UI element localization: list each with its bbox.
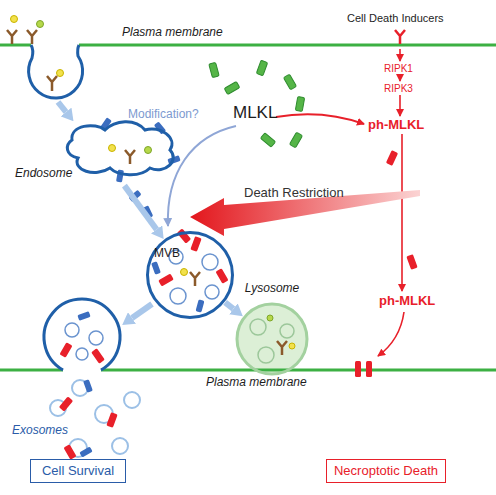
mlkl-block: [59, 396, 73, 411]
mlkl-block: [83, 379, 93, 392]
membrane-label: Plasma membrane: [206, 376, 307, 390]
mvb-membrane: [148, 233, 233, 318]
mvb: MVB: [146, 231, 234, 319]
mlkl-block: [215, 268, 228, 284]
plasma-membrane: [79, 44, 496, 47]
ligand-dot: [37, 21, 44, 28]
trafficking-arrow: [58, 102, 66, 112]
death-receptor-symbol: [395, 30, 405, 44]
protein-label: ph-MLKL: [368, 118, 424, 133]
node-title: Endosome: [15, 167, 72, 181]
exosome: [112, 438, 128, 454]
receptor-symbol: [7, 30, 17, 44]
mlkl-block: [77, 311, 90, 321]
mlkl-block: [190, 236, 201, 252]
intraluminal-vesicle: [89, 331, 103, 345]
ligand-dot: [267, 315, 273, 321]
mlkl-block: [209, 62, 219, 77]
endosome-membrane: [67, 122, 173, 175]
protein-label: ph-MLKL: [379, 294, 435, 309]
plasma-membrane: [0, 369, 63, 372]
mlkl-block: [289, 132, 302, 148]
signal-arrow: [401, 134, 403, 291]
node-title: Lysosome: [232, 282, 312, 296]
mlkl-block: [386, 150, 398, 166]
node-title: MVB: [154, 247, 180, 261]
node-title: Necroptotic Death: [334, 464, 438, 479]
mlkl-pore: [355, 361, 361, 377]
mlkl-block: [406, 254, 417, 270]
intraluminal-vesicle: [65, 323, 79, 337]
receptor-symbol: [190, 272, 200, 286]
mlkl-block: [128, 190, 141, 202]
signal-arrow: [399, 49, 401, 61]
ligand-dot: [109, 145, 116, 152]
receptor-symbol: [125, 150, 135, 164]
mlkl-block: [196, 299, 205, 312]
plasma-membrane: [101, 369, 496, 372]
mlkl-block: [224, 81, 240, 94]
mlkl-pore: [366, 361, 372, 377]
trafficking-arrow: [132, 304, 152, 318]
signal-arrow: [399, 95, 401, 116]
mlkl-block: [91, 348, 105, 363]
lysosome-membrane: [237, 304, 307, 374]
mlkl-block: [256, 60, 267, 76]
signal-arrow: [399, 75, 401, 81]
intraluminal-vesicle: [205, 285, 219, 299]
mlkl-block: [59, 342, 72, 358]
receptor-symbol: [47, 76, 57, 91]
mlkl-block: [158, 273, 174, 286]
exosome: [124, 392, 140, 408]
mlkl-block: [295, 96, 304, 111]
kinase-label: RIPK3: [384, 83, 413, 95]
ligand-dot: [57, 70, 64, 77]
ligand-dot: [145, 147, 152, 154]
node-title: Cell Survival: [42, 464, 114, 479]
intraluminal-vesicle: [280, 324, 294, 338]
trafficking-arrow: [124, 186, 156, 230]
ligand-dot: [181, 269, 188, 276]
mlkl-block: [177, 228, 191, 243]
intraluminal-vesicle: [170, 288, 186, 304]
mlkl-block: [260, 133, 275, 147]
mlkl-block: [143, 205, 154, 218]
fusing-mvb: [44, 299, 120, 370]
outcome-box: Necroptotic Death: [326, 459, 446, 483]
arrow-label: Death Restriction: [244, 186, 344, 201]
lysosome-lumen: [237, 304, 307, 374]
mlkl-block: [283, 74, 296, 90]
endocytic-vesicle: [29, 45, 83, 98]
lysosome-outline: [232, 282, 312, 378]
trafficking-arrow: [225, 302, 233, 308]
kinase-label: RIPK1: [384, 63, 413, 75]
mlkl-block: [63, 444, 76, 460]
intraluminal-vesicle: [258, 347, 274, 363]
mvb-outline: [146, 231, 234, 319]
intraluminal-vesicle: [202, 254, 218, 270]
mlkl-block: [151, 261, 161, 274]
membrane-label: Plasma membrane: [122, 26, 223, 40]
lysosome: Lysosome: [232, 282, 312, 378]
endosome: Endosome: [15, 118, 183, 184]
ligand-dot: [289, 343, 295, 349]
structure-label: Exosomes: [12, 424, 68, 438]
mlkl-block: [106, 412, 117, 428]
intraluminal-vesicle: [250, 319, 266, 335]
receptor-symbol: [27, 30, 37, 44]
signal-arrow: [378, 312, 404, 356]
mlkl-block: [79, 446, 92, 457]
intraluminal-vesicle: [76, 348, 88, 360]
outcome-box: Cell Survival: [30, 459, 126, 483]
plasma-membrane: [0, 44, 31, 47]
protein-label: MLKL: [233, 103, 277, 123]
receptor-symbol: [277, 341, 287, 355]
ligand-dot: [11, 16, 18, 23]
stimulus-label: Cell Death Inducers: [347, 12, 444, 25]
process-label: Modification?: [128, 108, 199, 122]
signal-arrow: [276, 114, 364, 124]
